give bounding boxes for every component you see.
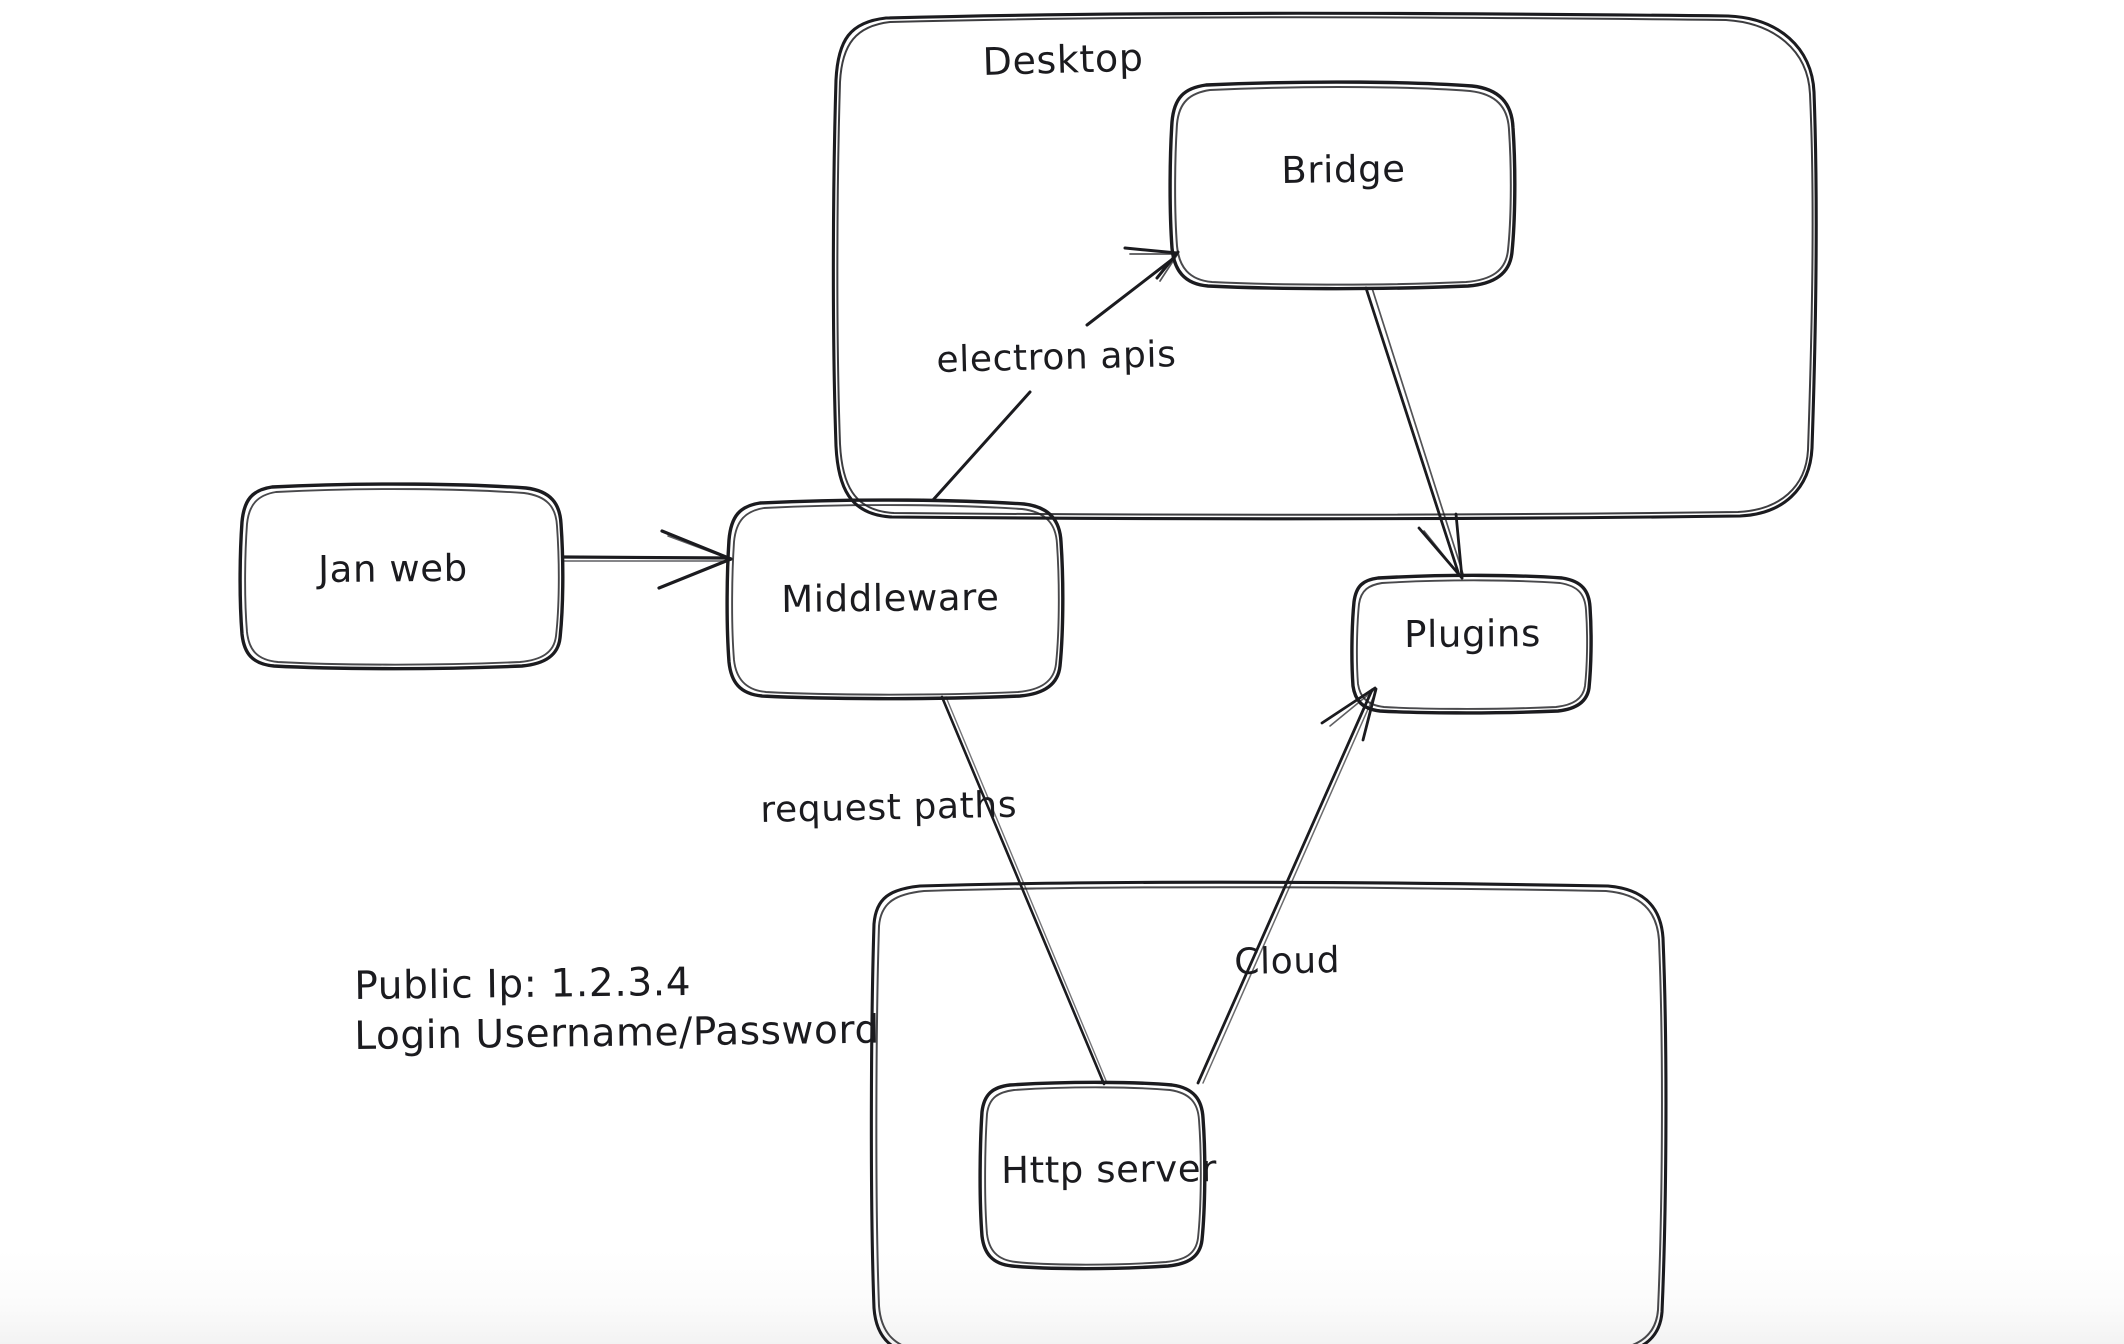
edge-label-request-paths: request paths xyxy=(760,784,1018,831)
edge-http-server-to-plugins xyxy=(1196,686,1378,1085)
public-ip-note: Public Ip: 1.2.3.4 Login Username/Passwo… xyxy=(354,960,881,1062)
node-plugins-outline[interactable] xyxy=(1350,573,1593,715)
group-desktop-outline xyxy=(831,11,1818,521)
node-bridge-outline[interactable] xyxy=(1168,80,1517,291)
edge-label-cloud: Cloud xyxy=(1234,940,1341,983)
edge-label-electron-apis: electron apis xyxy=(936,334,1177,381)
note-line-public-ip: Public Ip: 1.2.3.4 xyxy=(354,959,692,1009)
node-label-http-server: Http server xyxy=(1001,1147,1218,1192)
node-label-plugins: Plugins xyxy=(1404,612,1542,656)
group-label-desktop: Desktop xyxy=(982,35,1145,84)
node-label-jan-web: Jan web xyxy=(318,546,468,591)
note-line-login: Login Username/Password xyxy=(354,1007,881,1059)
node-jan-web-outline[interactable] xyxy=(238,482,565,671)
node-http-server-outline[interactable] xyxy=(978,1080,1207,1271)
edge-bridge-to-plugins xyxy=(1364,286,1464,580)
edge-jan-web-to-middleware xyxy=(561,529,733,590)
group-cloud-outline xyxy=(869,880,1668,1344)
edge-middleware-to-bridge xyxy=(931,246,1180,502)
node-label-bridge: Bridge xyxy=(1281,147,1406,192)
edge-middleware-to-http-server xyxy=(940,695,1108,1086)
node-middleware-outline[interactable] xyxy=(725,498,1065,701)
node-label-middleware: Middleware xyxy=(781,575,1000,621)
